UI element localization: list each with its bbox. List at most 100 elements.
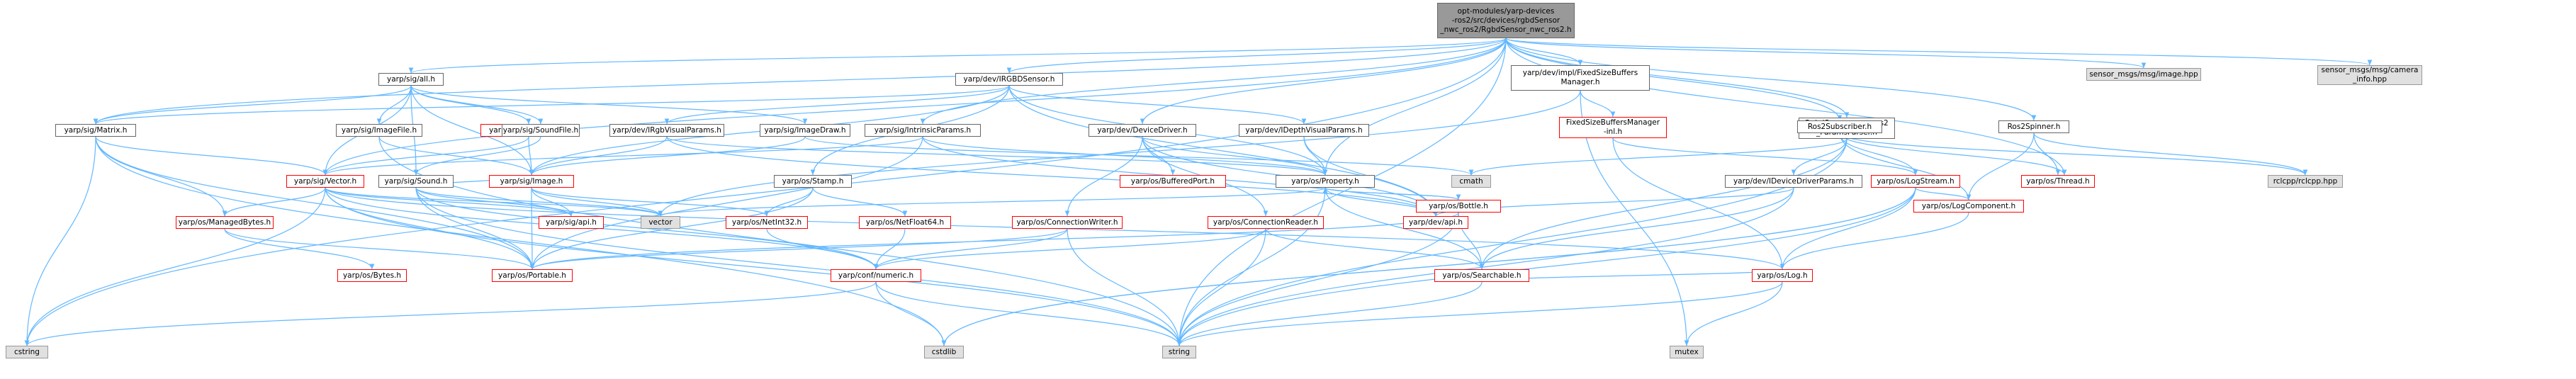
node-log[interactable]: yarp/os/Log.h [1752,269,1813,282]
edge-rgbvisual-to-property [666,136,1328,176]
edge-ros2spin-to-rclcpp [2033,132,2308,176]
edge-numeric-to-cstdlib [875,281,947,346]
edge-root-to-rgbd [1006,38,1507,74]
edge-rgbvisual-to-image [529,136,668,176]
node-devicedriver[interactable]: yarp/dev/DeviceDriver.h [1089,124,1196,137]
edge-ros2sub-to-iostream [1839,132,2067,176]
edge-pointcloud-to-vector [322,136,529,176]
node-ros2sub[interactable]: Ros2Subscriber.h [1797,120,1882,133]
edge-vector-to-cstring [24,187,326,346]
edge-image-to-portable [529,187,535,270]
node-intrinsic[interactable]: yarp/sig/IntrinsicParams.h [865,124,981,137]
node-imagedraw[interactable]: yarp/sig/ImageDraw.h [760,124,850,137]
edge-ros2spin-to-thread [2033,132,2061,176]
node-bufferedport[interactable]: yarp/os/BufferedPort.h [1120,175,1226,188]
edge-root-to-string [1176,38,1507,346]
edge-logstream-to-logcomponent [1915,187,1972,200]
node-connreader[interactable]: yarp/os/ConnectionReader.h [1208,216,1324,229]
edge-root-to-fixedbuffers [1505,38,1583,66]
node-netfloat64[interactable]: yarp/os/NetFloat64.h [859,216,951,229]
edge-paramsparser-to-string [1176,138,1847,346]
node-sigapi[interactable]: yarp/sig/api.h [539,216,604,229]
edge-vector-to-string [325,187,1182,346]
node-bytes[interactable]: yarp/os/Bytes.h [337,269,407,282]
edge-vector-to-managedbytes [222,187,326,217]
edge-matrix-to-managedbytes [95,136,227,217]
edge-all-to-imagedraw [410,85,808,125]
edge-all-to-soundfile [410,85,544,125]
node-depthvisual[interactable]: yarp/dev/IDepthVisualParams.h [1239,124,1369,137]
node-root[interactable]: opt-modules/yarp-devices -ros2/src/devic… [1437,3,1575,38]
edge-connreader-to-searchable [1265,228,1485,270]
node-matrix[interactable]: yarp/sig/Matrix.h [55,124,136,137]
edge-bottle-to-string [1176,212,1459,346]
edge-sound-to-vectorstd [415,187,663,217]
node-devapi[interactable]: yarp/dev/api.h [1403,216,1468,229]
edge-vector-to-portable [325,187,535,270]
node-portable[interactable]: yarp/os/Portable.h [492,269,573,282]
edge-matrix-to-cstring [24,136,96,346]
node-searchable[interactable]: yarp/os/Searchable.h [1434,269,1529,282]
node-managedbytes[interactable]: yarp/os/ManagedBytes.h [176,216,274,229]
edge-rgbd-to-depthvisual [1008,85,1307,125]
edge-logstream-to-log [1779,187,1916,270]
node-logstream[interactable]: yarp/os/LogStream.h [1871,175,1960,188]
node-ros2spin[interactable]: Ros2Spinner.h [1998,120,2069,133]
edge-rgbvisual-to-devapi [666,136,1439,217]
edge-log-to-mutex [1684,281,1783,346]
node-connwriter[interactable]: yarp/os/ConnectionWriter.h [1012,216,1123,229]
edge-sound-to-sigapi [415,187,574,217]
node-image[interactable]: yarp/sig/Image.h [489,175,574,188]
edge-netint32-to-numeric [766,228,879,270]
node-vectorstd: vector [641,216,680,229]
edge-root-to-matrix [93,38,1507,125]
node-netint32[interactable]: yarp/os/NetInt32.h [726,216,808,229]
node-numeric[interactable]: yarp/conf/numeric.h [831,269,921,282]
edge-logstream-to-string [1176,187,1916,346]
edge-rgbd-to-devapi [1008,85,1439,217]
edge-ros2spin-to-logcomponent [1966,132,2035,200]
edge-vector-to-sigapi [325,187,574,217]
node-thread[interactable]: yarp/os/Thread.h [2021,175,2095,188]
node-string: string [1162,346,1196,358]
edge-idriverparams-to-string [1176,187,1794,346]
edge-root-to-msgcaminfo [1505,38,2372,66]
node-rclcpp: rclcpp/rclcpp.hpp [2268,175,2343,188]
node-cmath: cmath [1451,175,1491,188]
edge-fixedbuffersinl-to-log [1612,137,1785,270]
edge-stamp-to-netfloat64 [812,187,908,217]
node-all[interactable]: yarp/sig/all.h [378,73,444,86]
node-bottle[interactable]: yarp/os/Bottle.h [1416,200,1501,213]
edge-managedbytes-to-bytes [224,228,375,270]
node-stamp[interactable]: yarp/os/Stamp.h [774,175,852,188]
edge-sound-to-portable [415,187,535,270]
node-property[interactable]: yarp/os/Property.h [1276,175,1375,188]
node-cstdlib: cstdlib [924,346,964,358]
node-rgbd[interactable]: yarp/dev/IRGBDSensor.h [955,73,1063,86]
node-rgbvisual[interactable]: yarp/dev/IRgbVisualParams.h [609,124,724,137]
edge-connwriter-to-portable [529,228,1068,270]
node-logcomponent[interactable]: yarp/os/LogComponent.h [1913,200,2024,213]
edge-intrinsic-to-vector [322,136,923,176]
edge-pointcloud-to-image [528,136,534,176]
edge-intrinsic-to-portable [529,136,923,270]
node-soundfile[interactable]: yarp/sig/SoundFile.h [502,124,580,137]
node-vector[interactable]: yarp/sig/Vector.h [286,175,364,188]
node-fixedbuffers[interactable]: yarp/dev/impl/FixedSizeBuffers Manager.h [1511,65,1650,91]
edge-rgbd-to-matrix [94,85,1010,125]
node-imagefile[interactable]: yarp/sig/ImageFile.h [336,124,422,137]
edge-depthvisual-to-property [1303,136,1328,176]
edge-root-to-paramsparser [1505,38,1850,118]
edge-ros2sub-to-logstream [1839,132,1918,176]
node-idriverparams[interactable]: yarp/dev/IDeviceDriverParams.h [1725,175,1862,188]
edge-devicedriver-to-property [1142,136,1328,176]
edge-imagedraw-to-cmath [804,136,1474,176]
edge-image-to-vectorstd [531,187,663,217]
edge-root-to-cstring [24,38,1507,346]
node-sound[interactable]: yarp/sig/Sound.h [378,175,454,188]
node-fixedbuffersinl[interactable]: FixedSizeBuffersManager -inl.h [1559,117,1667,138]
edge-property-to-string [1176,187,1326,346]
edge-devicedriver-to-connwriter [1064,136,1143,217]
edge-root-to-ros2sub [1505,38,1843,121]
